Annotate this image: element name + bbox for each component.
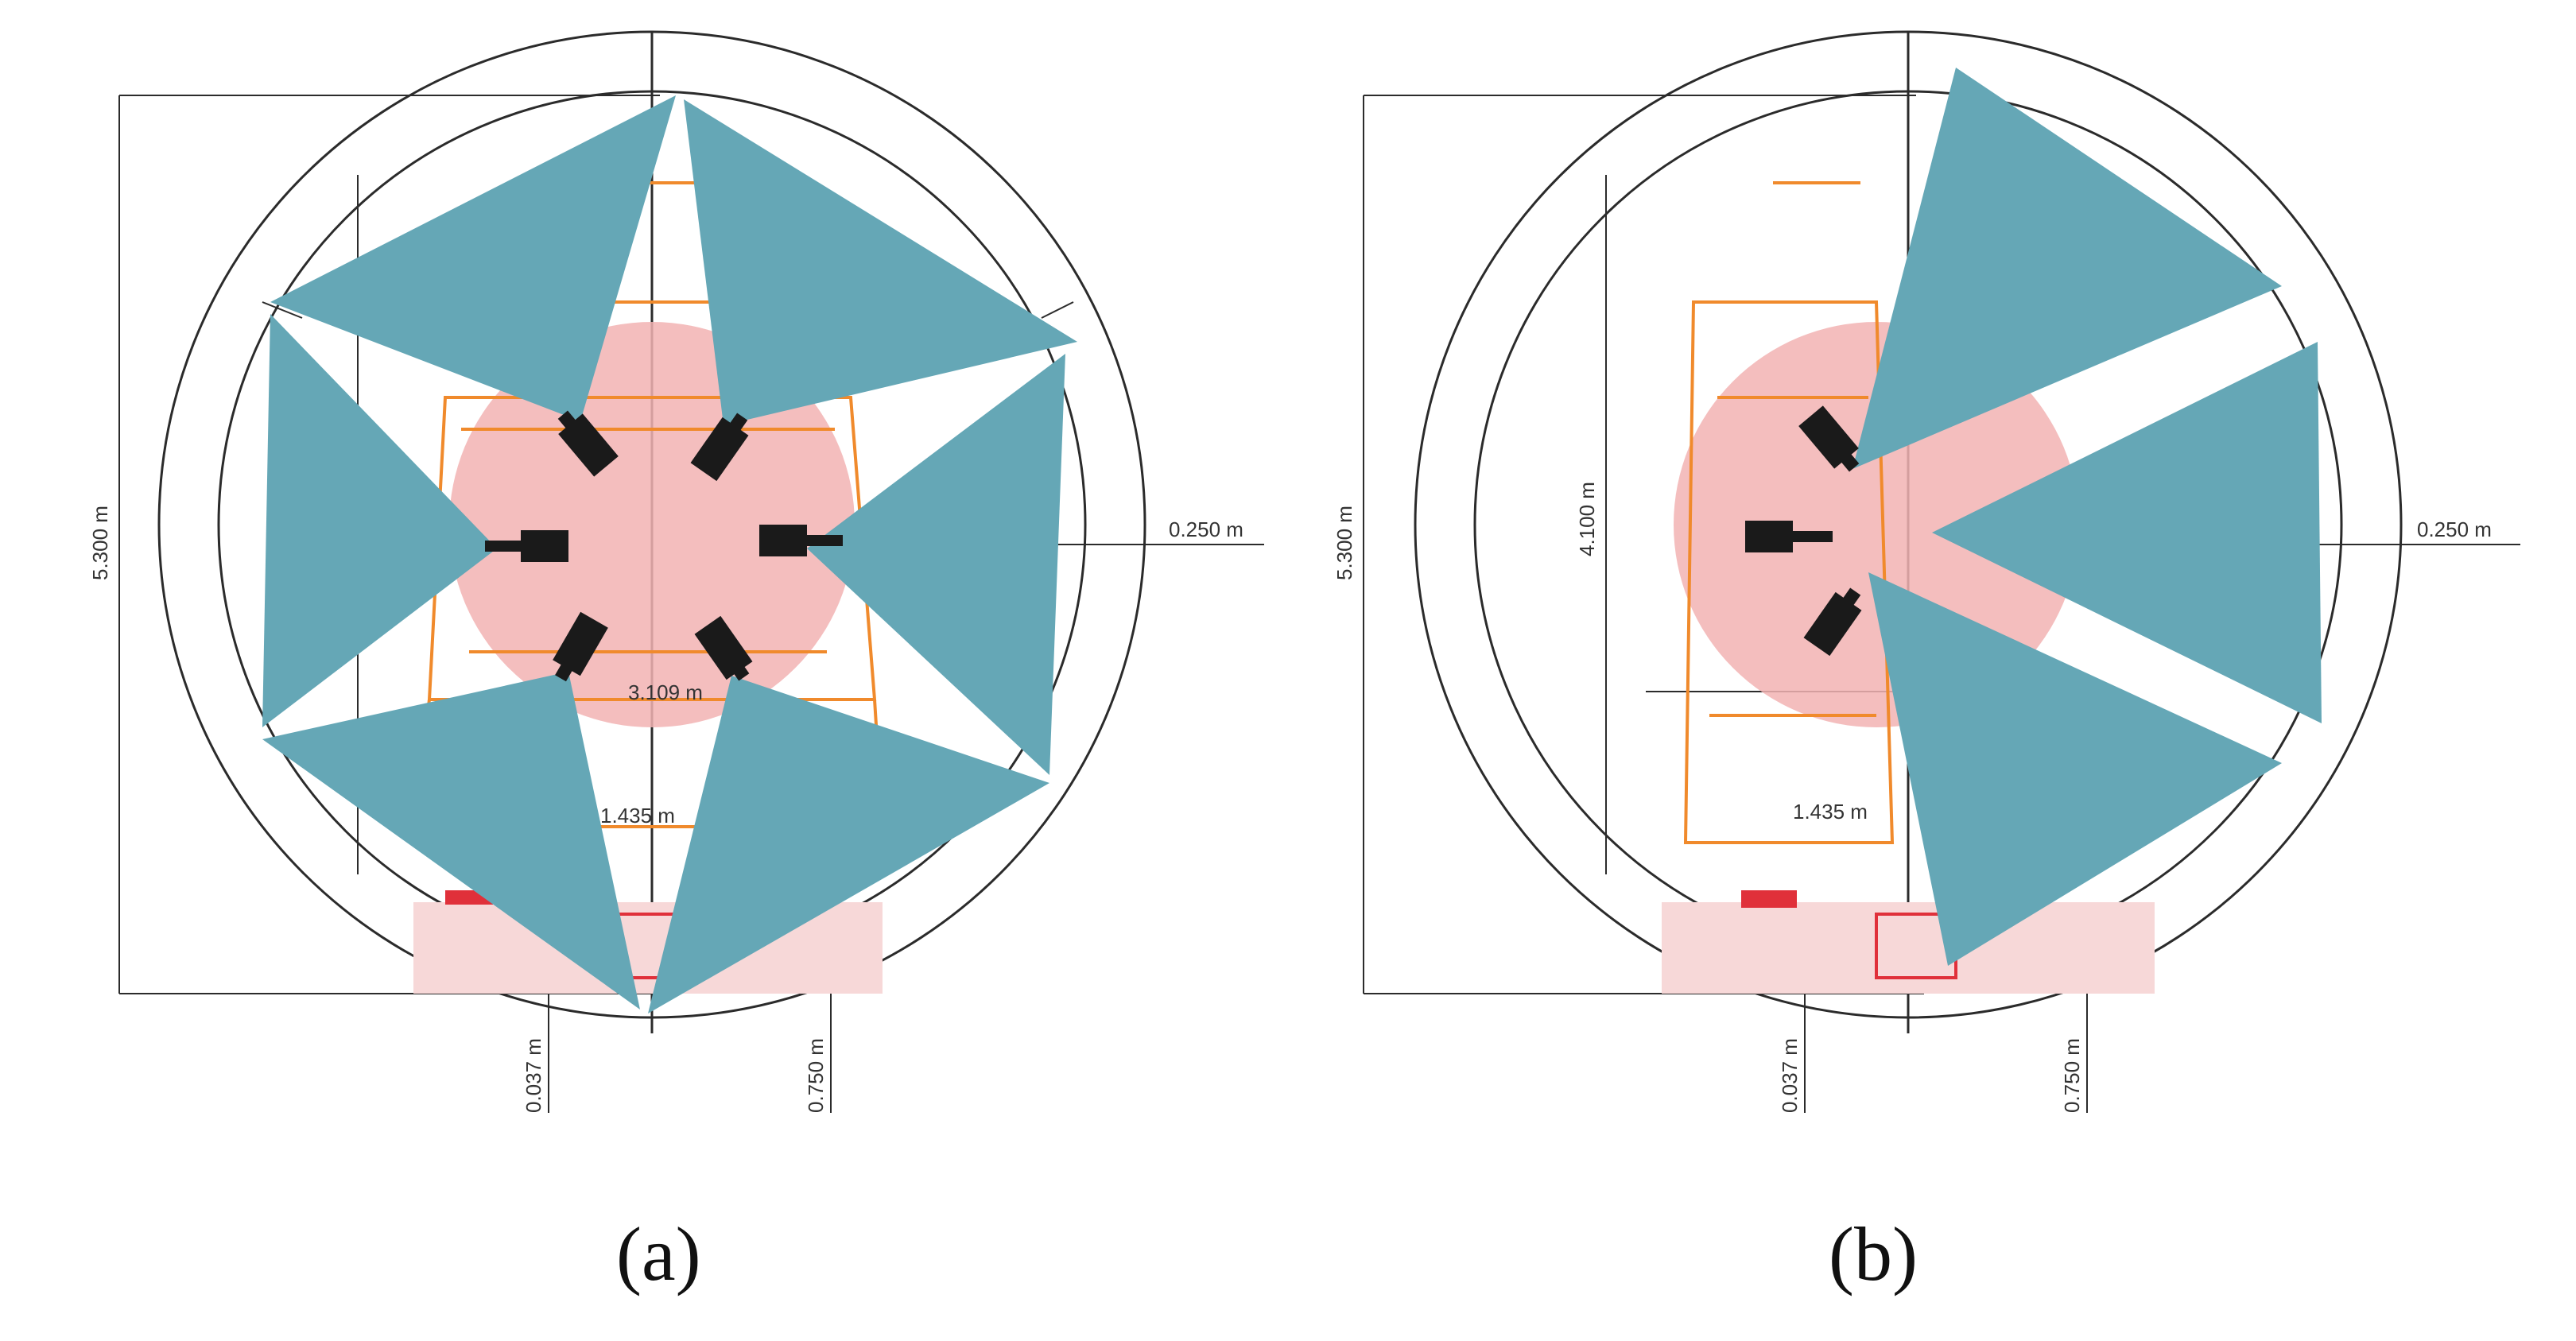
camera-icon: [1745, 521, 1833, 552]
panel-b-caption: (b): [1829, 1211, 1918, 1296]
dim-height-inner-label: 4.100 m: [1575, 482, 1599, 556]
dim-width-label: 3.109 m: [628, 680, 703, 704]
cameras: [485, 410, 843, 682]
camera-icon: [1803, 587, 1862, 657]
track-bed: [1662, 890, 2155, 994]
camera-icon: [557, 410, 619, 477]
camera-icon: [759, 525, 843, 556]
vehicle-outline: [1683, 181, 1895, 844]
cameras: [1745, 405, 1862, 657]
camera-icon: [553, 611, 608, 682]
dim-side-gap-label: 0.250 m: [2417, 517, 2492, 541]
dim-height-label: 5.300 m: [88, 506, 112, 580]
dim-bottom-right-label: 0.750 m: [2060, 1038, 2084, 1113]
fov-cones: [1852, 68, 2322, 966]
camera-icon: [1798, 405, 1860, 472]
dim-side-gap-label: 0.250 m: [1169, 517, 1243, 541]
dim-gauge-label: 1.435 m: [600, 804, 675, 827]
dim-bottom-left-label: 0.037 m: [1778, 1038, 1802, 1113]
dim-gauge-label: 1.435 m: [1793, 800, 1868, 824]
dimension-labels: 5.300 m 4.100 m 0.250 m 1.435 m 0.037 m …: [1333, 482, 2492, 1113]
dim-height-label: 5.300 m: [1333, 506, 1356, 580]
fov-cones: [262, 95, 1077, 1014]
dimension-labels: 5.300 m 0.250 m 3.109 m 1.435 m 0.037 m …: [88, 506, 1243, 1113]
panel-a-caption: (a): [616, 1211, 701, 1296]
camera-icon: [485, 530, 568, 562]
coverage-zone: [449, 322, 855, 727]
camera-icon: [690, 413, 749, 482]
camera-icon: [694, 615, 753, 681]
panel-b: 5.300 m 4.100 m 0.250 m 1.435 m 0.037 m …: [1333, 30, 2520, 1296]
dim-bottom-left-label: 0.037 m: [522, 1038, 545, 1113]
dim-bottom-right-label: 0.750 m: [804, 1038, 828, 1113]
panel-a: 5.300 m 0.250 m 3.109 m 1.435 m 0.037 m …: [88, 30, 1264, 1296]
